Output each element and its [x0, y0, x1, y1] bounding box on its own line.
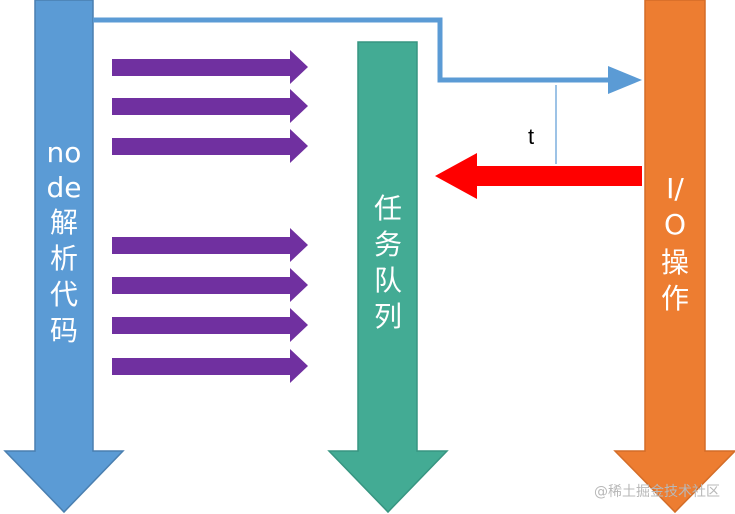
t-marker-label: t — [528, 124, 534, 149]
node-label-line: no — [47, 136, 82, 169]
task-arrow — [112, 268, 308, 302]
task-arrow — [112, 308, 308, 342]
queue-label-line: 务 — [374, 228, 402, 261]
task-arrow — [112, 228, 308, 262]
io-label-line: O — [664, 208, 686, 241]
io-operation-column-arrow — [613, 0, 735, 514]
watermark-text: @稀土掘金技术社区 — [594, 484, 720, 500]
node-label-line: 代 — [50, 278, 78, 311]
node-label-line: de — [47, 171, 82, 204]
callback-arrow — [435, 153, 642, 199]
io-request-route-arrowhead — [608, 66, 642, 94]
node-label-line: 解 — [50, 206, 78, 239]
queue-label-line: 任 — [374, 192, 402, 225]
io-request-route-line — [93, 17, 612, 83]
node-label-line: 析 — [50, 242, 78, 275]
node-parse-column-arrow — [3, 0, 125, 514]
task-arrow — [112, 89, 308, 123]
node-label-line: 码 — [50, 314, 78, 347]
queue-label-line: 列 — [374, 300, 402, 333]
task-arrow — [112, 50, 308, 84]
task-arrow — [112, 349, 308, 383]
queue-label-line: 队 — [374, 264, 402, 297]
task-arrow — [112, 129, 308, 163]
io-label-line: 操 — [661, 246, 689, 279]
io-label-line: 作 — [661, 282, 689, 315]
io-label-line: I/ — [666, 172, 684, 205]
task-queue-column-arrow — [327, 41, 449, 514]
